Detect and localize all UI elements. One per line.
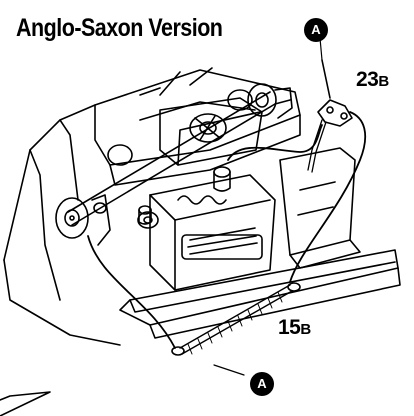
callout-a-top: A — [304, 18, 328, 42]
part-label-23b: 23B — [356, 68, 389, 92]
callout-a-bottom: A — [250, 372, 274, 396]
callout-leaders — [213, 37, 323, 376]
front-wheel — [55, 194, 111, 246]
chassis-rear-block — [279, 147, 361, 269]
gear-spring — [137, 195, 227, 229]
motor-housing — [149, 174, 276, 291]
mount-posts — [138, 166, 231, 225]
connector-15b — [171, 282, 301, 356]
bracket-23b — [317, 59, 353, 127]
rear-wheel — [247, 83, 293, 119]
part-label-15b: 15B — [278, 316, 311, 340]
part-23-number: 23 — [356, 68, 379, 91]
part-15-suffix: B — [300, 321, 311, 338]
chain-23b — [307, 119, 327, 173]
chassis-bumper — [119, 249, 401, 339]
top-plate — [94, 67, 301, 186]
diagram-title: Anglo-Saxon Version — [16, 14, 223, 42]
part-23-suffix: B — [378, 73, 389, 90]
part-15-number: 15 — [278, 316, 301, 339]
chassis-left-frame — [3, 104, 121, 346]
wire-15b-to-23b — [289, 111, 367, 283]
wire-motor-to-23b — [227, 124, 323, 161]
pointer-arrow — [0, 391, 51, 416]
bogie-frame — [107, 89, 263, 166]
wire-pickup-to-lower — [87, 235, 176, 349]
